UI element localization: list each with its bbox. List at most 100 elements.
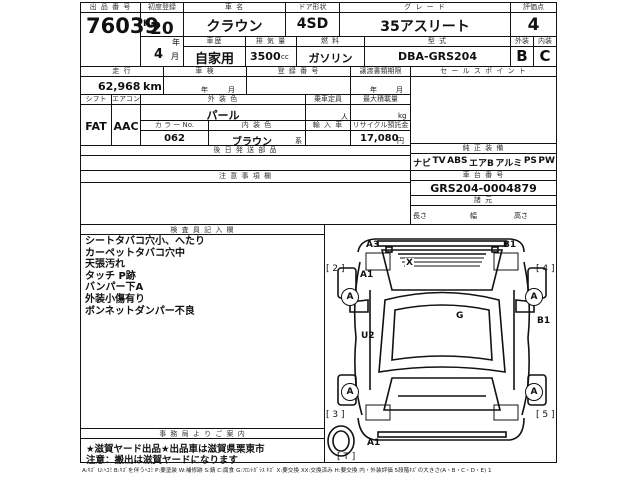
interior-color: ブラウン — [232, 137, 272, 148]
score-label: 評価点 — [523, 3, 544, 11]
air-con: AAC — [113, 120, 139, 133]
shift-label: シフト — [85, 95, 107, 103]
office-line-2: 注意：搬出は滋賀ヤードになります — [86, 455, 239, 466]
reg-number-label: 登 録 番 号 — [277, 67, 320, 75]
trunk-mark: T — [343, 452, 349, 462]
lot-number: 76039 — [86, 14, 160, 38]
mark-a-front-left: A — [341, 288, 359, 306]
ext-grade: B — [516, 47, 528, 65]
recycle-fee: 17,080 — [360, 133, 399, 144]
inspector-label: 検 査 員 記 入 欄 — [170, 226, 235, 234]
int-color-label: 内 装 色 — [241, 121, 273, 129]
side-rl-no: 3 — [332, 410, 339, 420]
inspection-label: 車 検 — [195, 67, 215, 75]
mark-a3: A3 — [366, 240, 380, 250]
chassis-label: 車 台 番 号 — [462, 171, 505, 179]
reg-label: 初度登録 — [148, 3, 176, 11]
side-bracket-rr: [ 5 ] — [536, 410, 555, 420]
mileage: 62,968 — [98, 80, 141, 93]
inspector-note: バンパー下A — [85, 282, 144, 294]
year-unit: 年 — [172, 38, 180, 47]
inspector-note: 外装小傷有り — [85, 293, 145, 305]
sales-point-label: セ ー ル ス ポ イ ン ト — [440, 67, 527, 75]
load-label: 最大積載量 — [363, 95, 398, 103]
load-unit: kg — [398, 112, 407, 120]
equip-label: 純 正 装 備 — [462, 144, 505, 152]
color-no-label: カ ラ ー No. — [154, 121, 195, 129]
height-label: 高さ — [514, 212, 528, 220]
car-diagram — [327, 238, 547, 457]
side-bracket-fr: [ 4 ] — [536, 264, 555, 274]
use-label: 車歴 — [206, 37, 223, 45]
shift: FAT — [85, 120, 107, 133]
color-number: 062 — [164, 133, 185, 144]
mark-a-rear-right: A — [525, 383, 543, 401]
inspector-note: タッチ P跡 — [85, 270, 136, 282]
int-grade: C — [539, 47, 551, 65]
mark-b1-side: B1 — [537, 316, 551, 326]
model-label: 型 式 — [427, 37, 448, 45]
recycle-label: リサイクル預託金 — [352, 121, 409, 129]
equip-item: PS — [523, 156, 537, 166]
mark-x: X — [405, 258, 414, 268]
doc-month-unit: 月 — [396, 86, 403, 94]
mark-b1-front: B1 — [503, 240, 517, 250]
inspector-note: 天張汚れ — [85, 259, 125, 271]
color-label: 外 装 色 — [207, 95, 239, 103]
displacement: 3500 — [250, 50, 281, 63]
equip-item: PW — [538, 156, 555, 166]
disp-unit: cc — [281, 53, 289, 61]
side-bracket-rl: [ 3 ] — [326, 410, 345, 420]
ext-label: 外装 — [515, 37, 529, 45]
fuel: ガソリン — [308, 52, 353, 65]
office-label: 事 務 局 よ り ご 案 内 — [159, 430, 246, 438]
side-rr-no: 5 — [542, 410, 549, 420]
width-label: 幅 — [470, 212, 477, 220]
grade-label: グ レ ー ド — [404, 3, 446, 11]
reg-month: 4 — [154, 47, 164, 62]
import-label: 輸 入 車 — [312, 121, 344, 129]
side-bracket-fl: [ 2 ] — [326, 264, 345, 274]
inspect-month-unit: 月 — [228, 86, 235, 94]
mileage-unit: km — [143, 80, 162, 93]
side-fr-no: 4 — [542, 264, 549, 274]
fuel-label: 燃 料 — [320, 37, 341, 45]
mark-a1-front: A1 — [360, 270, 374, 280]
length-label: 長さ — [413, 212, 427, 220]
inspector-note: カーペットタバコ穴中 — [85, 247, 185, 259]
inspect-year-unit: 年 — [201, 86, 208, 94]
mark-a-front-right: A — [525, 288, 543, 306]
chassis-number: GRS204-0004879 — [430, 182, 537, 195]
grade: 35アスリート — [380, 19, 470, 35]
recycle-unit: 円 — [397, 137, 404, 145]
equip-item: TV — [432, 156, 446, 166]
score: 4 — [527, 15, 540, 35]
equip-item: エアB — [468, 159, 494, 169]
lot-label: 出 品 番 号 — [89, 3, 132, 11]
mark-a-rear-left: A — [341, 383, 359, 401]
doc-year-unit: 年 — [370, 86, 377, 94]
dims-label: 諸 元 — [473, 196, 494, 204]
mark-a1-rear: A1 — [367, 438, 381, 448]
damage-legend: A:ｷｽﾞ U:ﾍｺﾐ B:ｷｽﾞを伴うﾍｺﾐ P:要塗装 W:補修跡 S:錆 … — [82, 468, 492, 474]
era: H — [143, 19, 151, 29]
month-unit: 月 — [171, 52, 179, 61]
office-line-1: ★滋賀ヤード出品★出品車は滋賀県栗東市 — [86, 444, 265, 455]
exterior-color: パール — [206, 109, 240, 122]
int-color-unit: 系 — [295, 137, 302, 145]
equip-item: ナビ — [413, 159, 432, 169]
trunk-bracket: [ T ] — [337, 452, 356, 462]
car-name: クラウン — [206, 19, 263, 35]
disp-label: 排 気 量 — [255, 37, 287, 45]
usage: 自家用 — [194, 52, 234, 67]
int-label: 内装 — [538, 37, 552, 45]
model-code: DBA-GRS204 — [398, 50, 477, 63]
equip-item: アルミ — [495, 159, 523, 169]
capacity-unit: 人 — [341, 113, 348, 121]
inspector-notes: シートタバコ穴小、へたり カーペットタバコ穴中 天張汚れ タッチ P跡 バンパー… — [85, 236, 205, 317]
door-label: ドア形状 — [298, 3, 327, 11]
side-fl-no: 2 — [332, 264, 339, 274]
inspector-note: ボンネットダンパー不良 — [85, 305, 195, 317]
reg-year: 20 — [150, 19, 174, 39]
